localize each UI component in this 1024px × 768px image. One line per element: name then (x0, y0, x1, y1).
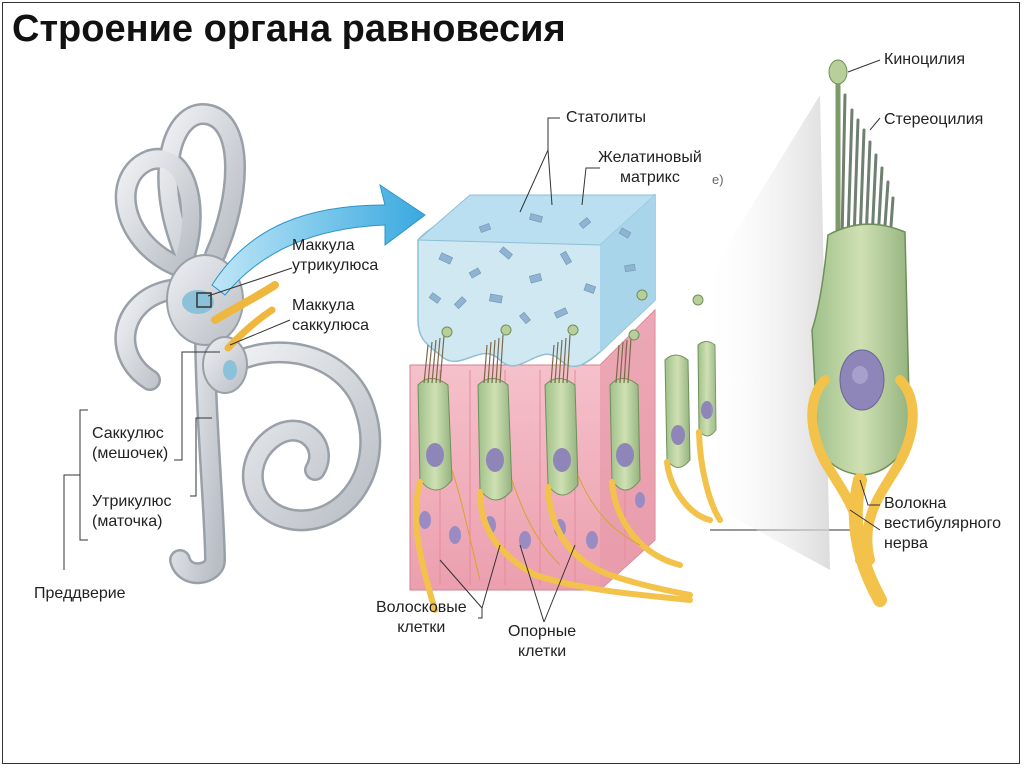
labyrinth-drawing (114, 103, 382, 585)
label-kinocilium: Киноцилия (884, 51, 966, 68)
label-utriculus: Утрикулюс(маточка) (92, 493, 172, 530)
label-stereocilia: Стереоцилия (884, 111, 984, 128)
hair-cell-enlargement (700, 59, 918, 607)
macula-block (409, 194, 723, 613)
label-vestibule: Преддверие (34, 585, 126, 602)
label-sacculus: Саккулюс(мешочек) (92, 425, 169, 462)
blue-arrow (211, 183, 426, 296)
slide-title: Строение органа равновесия (12, 8, 566, 50)
label-statoliths: Статолиты (566, 109, 647, 126)
label-gel-matrix-fragment: e) (712, 172, 724, 187)
